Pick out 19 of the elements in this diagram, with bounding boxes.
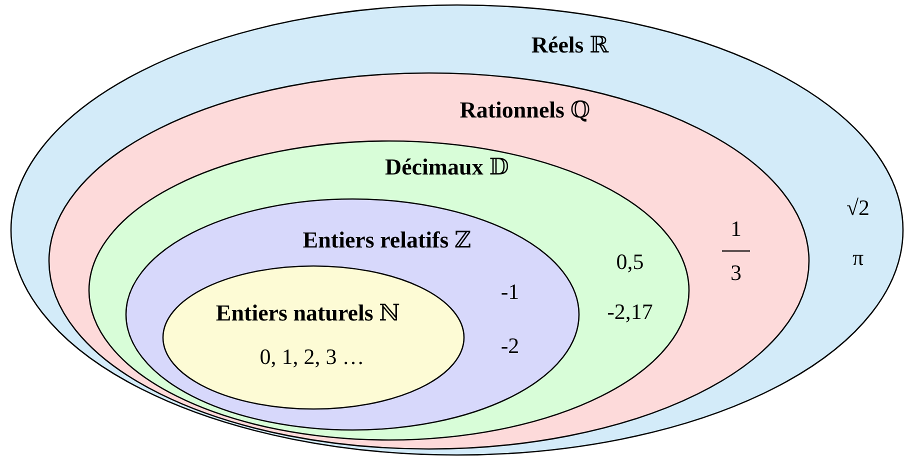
set-ellipse — [10, 4, 904, 456]
number-label: √2 — [846, 196, 870, 220]
number-label: -2,17 — [607, 300, 653, 324]
number-label: 1 — [730, 216, 742, 242]
set-ellipse — [162, 265, 465, 410]
number-label: 0,5 — [616, 250, 644, 274]
number-label: π — [852, 246, 864, 270]
number-label: 3 — [730, 260, 742, 286]
set-ellipse — [88, 140, 690, 441]
number-label: -1 — [500, 280, 520, 304]
set-name: Entiers relatifs ℤ — [302, 227, 472, 253]
number-label: 0, 1, 2, 3 … — [260, 344, 364, 370]
number-label: -2 — [500, 334, 520, 358]
set-ellipse — [48, 72, 810, 450]
set-name: Réels ℝ — [531, 32, 609, 58]
set-name: Entiers naturels ℕ — [216, 300, 400, 326]
set-ellipse — [125, 198, 580, 431]
set-name: Décimaux 𝔻 — [384, 154, 510, 180]
set-name: Rationnels ℚ — [460, 97, 590, 123]
